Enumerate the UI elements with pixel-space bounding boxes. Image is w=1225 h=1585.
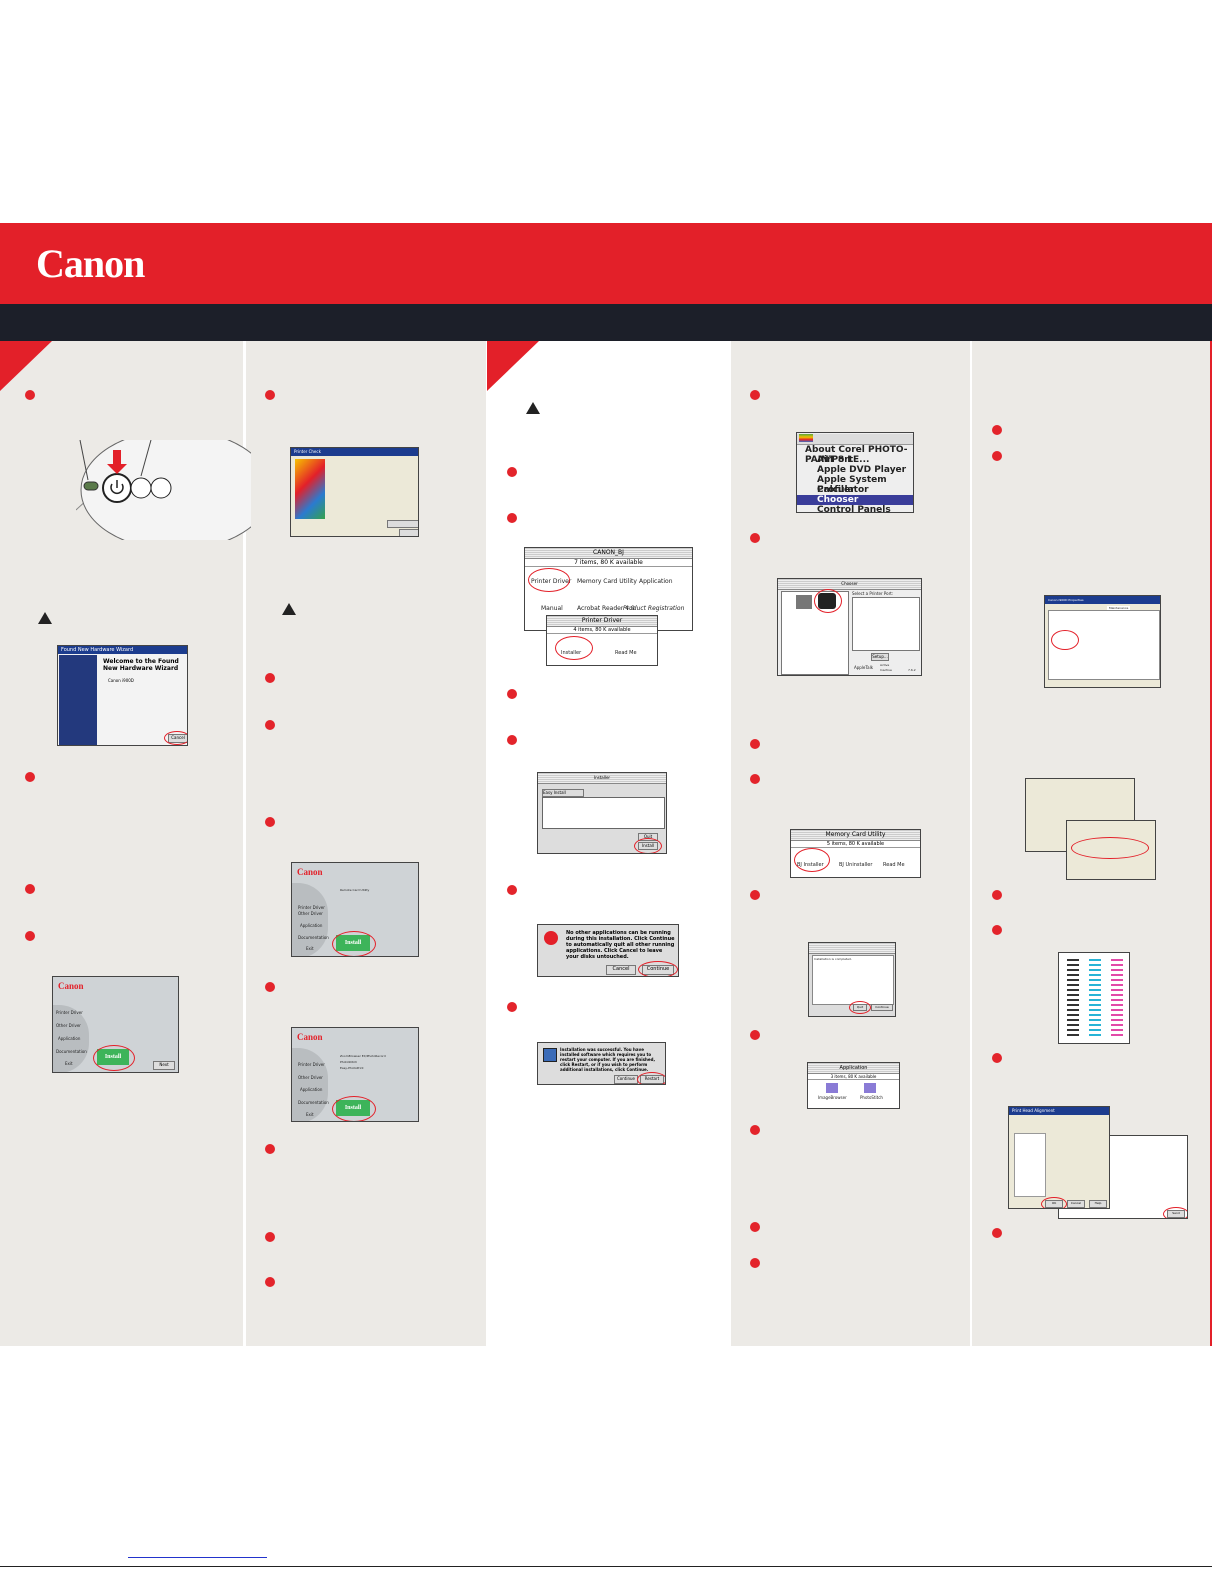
step-bullet — [992, 425, 1002, 435]
mac-installer-window: Installer Easy Install Quit Install — [537, 772, 667, 854]
highlight-circle — [794, 848, 830, 872]
brand-band — [0, 223, 1212, 304]
warning-icon — [38, 612, 52, 624]
mac-alert-continue: No other applications can be running dur… — [537, 924, 679, 977]
printer-check-window: Printer Check — [290, 447, 419, 537]
folder-icon[interactable] — [826, 1083, 838, 1093]
apple-icon — [799, 434, 813, 442]
highlight-circle — [93, 1045, 135, 1071]
step-bullet — [750, 390, 760, 400]
highlight-circle — [1163, 1207, 1187, 1218]
mac-icon — [543, 1048, 557, 1062]
highlight-circle — [555, 636, 593, 660]
step-bullet — [25, 884, 35, 894]
alignment-pattern-printout — [1058, 952, 1130, 1044]
printer-icon[interactable] — [796, 595, 812, 609]
menu-documentation[interactable]: Documentation — [56, 1049, 87, 1054]
mac-window-printer-driver: Printer Driver 4 items, 80 K available I… — [546, 615, 658, 666]
chooser-menu-item[interactable]: Chooser — [797, 495, 913, 505]
step-bullet — [265, 673, 275, 683]
setup-window-other-driver: Canon Printer Driver Other Driver Applic… — [291, 862, 419, 957]
step-bullet — [25, 931, 35, 941]
setup-window-application: Canon Printer Driver Other Driver Applic… — [291, 1027, 419, 1122]
highlight-circle — [164, 731, 187, 745]
mac-window-memory-card: Memory Card Utility 5 items, 80 K availa… — [790, 829, 921, 878]
step-bullet — [507, 735, 517, 745]
menu-printer-driver[interactable]: Printer Driver — [56, 1010, 83, 1015]
step-bullet — [992, 1053, 1002, 1063]
step-bullet — [507, 1002, 517, 1012]
highlight-circle — [637, 1072, 665, 1084]
highlight-circle — [332, 931, 376, 956]
chooser-window: Chooser Select a Printer Port: Setup... … — [777, 578, 922, 676]
step-bullet — [750, 890, 760, 900]
step-bullet — [265, 1144, 275, 1154]
step-bullet — [507, 689, 517, 699]
step-bullet — [265, 1232, 275, 1242]
highlight-circle — [849, 1001, 871, 1014]
printer-graphic — [295, 459, 325, 519]
corner-tab-left — [0, 341, 52, 391]
apple-menu: About Corel PHOTO-PAINT 8 LE... AirPort … — [796, 432, 914, 513]
printer-panel-illustration — [76, 440, 251, 540]
step-bullet — [750, 1222, 760, 1232]
highlight-circle — [1051, 630, 1079, 650]
folder-icon[interactable] — [864, 1083, 876, 1093]
step-bullet — [507, 513, 517, 523]
step-bullet — [992, 1228, 1002, 1238]
step-bullet — [750, 533, 760, 543]
mac-install-complete: Installation is completed. Quit Continue — [808, 942, 896, 1017]
step-bullet — [750, 774, 760, 784]
manual-selection-button[interactable] — [387, 520, 418, 528]
canon-logo: Canon — [36, 241, 145, 286]
mac-window-application: Application 3 items, 80 K available Imag… — [807, 1062, 900, 1109]
step-bullet — [750, 739, 760, 749]
step-bullet — [750, 1258, 760, 1268]
title-bar — [0, 304, 1212, 341]
found-new-hardware-window: Found New Hardware Wizard Welcome to the… — [57, 645, 188, 746]
highlight-circle — [528, 568, 570, 592]
menu-other-driver[interactable]: Other Driver — [56, 1023, 81, 1028]
cancel-button[interactable] — [399, 529, 418, 536]
print-head-alignment-window: Print Head Alignment OK Cancel Help — [1008, 1106, 1110, 1209]
footer-link-underline[interactable] — [128, 1557, 267, 1558]
setup-window-driver: Canon Printer Driver Other Driver Applic… — [52, 976, 179, 1073]
printer-properties-window: Canon i900D Properties Maintenance — [1044, 595, 1161, 688]
head-alignment-dialog — [1066, 820, 1156, 880]
corner-tab-mac — [487, 341, 539, 391]
highlight-circle — [814, 589, 842, 613]
highlight-circle — [638, 961, 678, 976]
step-bullet — [25, 390, 35, 400]
step-bullet — [992, 925, 1002, 935]
step-bullet — [992, 890, 1002, 900]
step-bullet — [507, 467, 517, 477]
warning-icon — [282, 603, 296, 615]
step-bullet — [750, 1030, 760, 1040]
cancel-button[interactable]: Cancel — [606, 965, 636, 975]
highlight-circle — [634, 838, 662, 853]
step-bullet — [750, 1125, 760, 1135]
highlight-circle — [332, 1096, 376, 1121]
mac-alert-restart: Installation was successful. You have in… — [537, 1042, 666, 1085]
footer-rule — [0, 1566, 1212, 1567]
wizard-sidebar — [59, 655, 97, 745]
step-bullet — [265, 1277, 275, 1287]
step-bullet — [265, 982, 275, 992]
step-bullet — [265, 720, 275, 730]
next-button[interactable]: Next — [153, 1061, 175, 1070]
highlight-circle — [1071, 837, 1149, 859]
step-bullet — [265, 390, 275, 400]
menu-application[interactable]: Application — [58, 1036, 81, 1041]
warning-icon — [526, 402, 540, 414]
highlight-circle — [1041, 1197, 1067, 1208]
menu-exit[interactable]: Exit — [65, 1061, 73, 1066]
step-bullet — [507, 885, 517, 895]
step-bullet — [992, 451, 1002, 461]
step-bullet — [265, 817, 275, 827]
step-bullet — [25, 772, 35, 782]
stop-icon — [544, 931, 558, 945]
